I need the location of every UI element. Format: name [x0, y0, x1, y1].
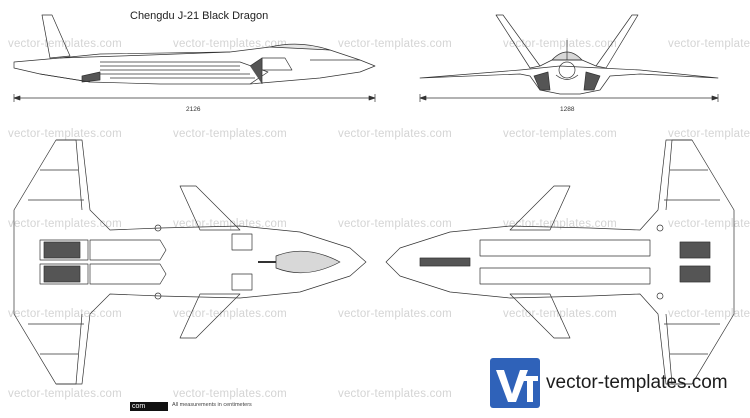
watermark: vector-templates.com — [173, 308, 287, 320]
watermark: vector-templates.com — [338, 38, 452, 50]
vt-logo-glyph — [490, 358, 540, 408]
bottom-view — [385, 139, 735, 385]
watermark: vector-templates.com — [173, 128, 287, 140]
watermark: vector-templates.com — [668, 128, 750, 140]
span-label: 1288 — [560, 106, 575, 113]
side-view — [13, 14, 376, 85]
brand-name[interactable]: vector-templates.com — [546, 372, 728, 393]
watermark: vector-templates.com — [173, 388, 287, 400]
watermark: vector-templates.com — [668, 218, 750, 230]
watermark: vector-templates.com — [338, 308, 452, 320]
watermark: vector-templates.com — [503, 218, 617, 230]
span-dimension — [419, 94, 719, 102]
top-view — [13, 139, 367, 385]
watermark: vector-templates.com — [338, 128, 452, 140]
watermark: vector-templates.com — [503, 308, 617, 320]
watermark: vector-templates.com — [338, 218, 452, 230]
watermark: vector-templates.com — [8, 128, 122, 140]
length-label: 2126 — [186, 106, 201, 113]
watermark: vector-templates.com — [173, 38, 287, 50]
length-dimension — [13, 94, 376, 102]
watermark: vector-templates.com — [338, 388, 452, 400]
watermark: vector-templates.com — [668, 38, 750, 50]
watermark: vector-templates.com — [8, 388, 122, 400]
watermark: vector-templates.com — [668, 308, 750, 320]
com-badge: com — [130, 402, 168, 411]
page-title: Chengdu J-21 Black Dragon — [130, 10, 269, 22]
watermark: vector-templates.com — [503, 38, 617, 50]
front-view — [419, 14, 719, 95]
measurement-note: All measurements in centimeters — [172, 402, 252, 408]
watermark: vector-templates.com — [503, 128, 617, 140]
watermark: vector-templates.com — [8, 218, 122, 230]
